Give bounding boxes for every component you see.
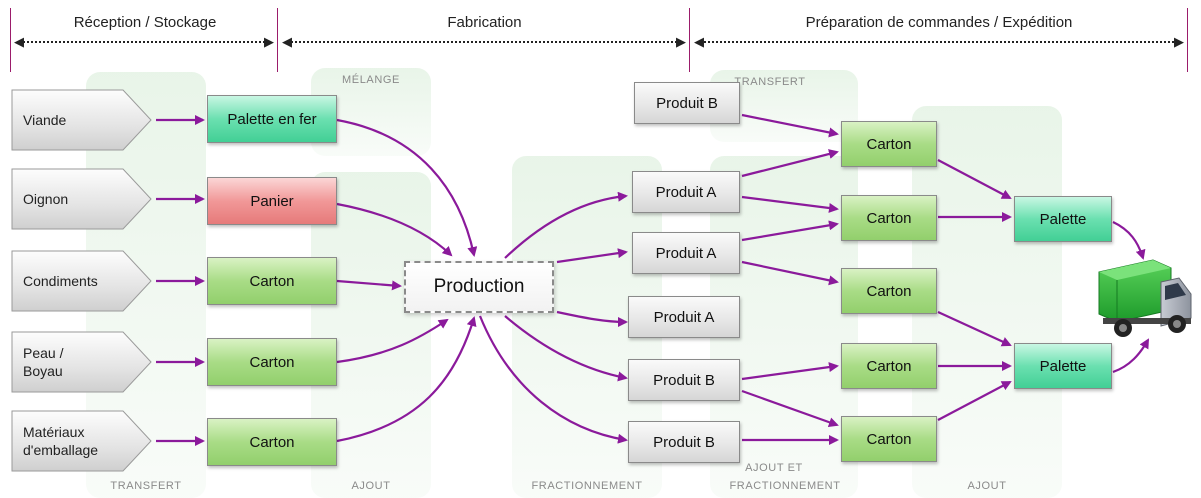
carton: Carton: [841, 121, 937, 167]
chevron-shape: [11, 410, 152, 472]
product-b: Produit B: [634, 82, 740, 124]
phase-title-fabrication: Fabrication: [447, 14, 522, 31]
chevron-shape: [11, 250, 152, 312]
arrow: [741, 220, 839, 242]
source-label: Oignon: [23, 191, 69, 207]
zone-label-ajout-right: AJOUT: [967, 480, 1007, 492]
arrow: [336, 279, 402, 291]
arrow: [336, 202, 453, 257]
phase-separator: [277, 8, 278, 72]
arrow-right-icon: ▶: [676, 34, 686, 49]
container-panier: Panier: [207, 177, 337, 225]
arrow-right-icon: ▶: [264, 34, 274, 49]
pallet: Palette: [1014, 343, 1112, 389]
source-peau-boyau: Peau /Boyau: [11, 331, 152, 393]
product-b: Produit B: [628, 359, 740, 401]
arrow: [336, 316, 477, 443]
arrow-left-icon: ◀: [694, 34, 704, 49]
source-condiments: Condiments: [11, 250, 152, 312]
arrow: [1112, 338, 1149, 374]
carton: Carton: [841, 268, 937, 314]
arrow: [336, 118, 478, 257]
product-b: Produit B: [628, 421, 740, 463]
arrow: [937, 311, 1012, 347]
chevron-shape: [11, 89, 152, 151]
arrow: [741, 389, 839, 428]
zone-label-fractionnement: FRACTIONNEMENT: [531, 480, 643, 492]
arrow: [937, 381, 1012, 421]
phase-span-expedition: [700, 41, 1178, 43]
pallet: Palette: [1014, 196, 1112, 242]
source-viande: Viande: [11, 89, 152, 151]
phase-separator: [10, 8, 11, 72]
container-carton: Carton: [207, 338, 337, 386]
arrow: [478, 315, 628, 444]
delivery-truck-icon: [1098, 259, 1192, 337]
phase-title-reception: Réception / Stockage: [73, 14, 217, 31]
arrow: [504, 191, 628, 259]
arrow-right-icon: ▶: [1174, 34, 1184, 49]
phase-separator: [1187, 8, 1188, 72]
carton: Carton: [841, 416, 937, 462]
arrow: [741, 113, 839, 138]
arrow: [741, 195, 839, 213]
phase-span-reception: [20, 41, 268, 43]
chevron-shape: [11, 168, 152, 230]
arrow: [336, 318, 449, 364]
product-a: Produit A: [632, 232, 740, 274]
arrow-left-icon: ◀: [282, 34, 292, 49]
arrow: [741, 149, 839, 178]
zone-label-ajout-et: AJOUT ET: [745, 462, 803, 474]
container-carton: Carton: [207, 418, 337, 466]
phase-span-fabrication: [288, 41, 680, 43]
zone-label-transfert-left: TRANSFERT: [110, 480, 182, 492]
source-label: Condiments: [23, 273, 98, 289]
carton: Carton: [841, 343, 937, 389]
arrow: [556, 248, 628, 264]
phase-title-expedition: Préparation de commandes / Expédition: [805, 14, 1073, 31]
product-a: Produit A: [632, 171, 740, 213]
source-label: Viande: [23, 112, 67, 128]
chevron-shape: [11, 331, 152, 393]
arrow: [504, 315, 628, 382]
container-carton: Carton: [207, 257, 337, 305]
arrow-left-icon: ◀: [14, 34, 24, 49]
zone-label-ajout-left: AJOUT: [351, 480, 391, 492]
phase-separator: [689, 8, 690, 72]
source-label: Peau /Boyau: [23, 345, 64, 379]
zone-label-transfert-right: TRANSFERT: [734, 76, 806, 88]
arrow: [741, 260, 839, 286]
zone-ajout-right: [912, 106, 1062, 498]
arrow: [1112, 221, 1146, 260]
production-node: Production: [404, 261, 554, 313]
product-a: Produit A: [628, 296, 740, 338]
carton: Carton: [841, 195, 937, 241]
zone-label-melange: MÉLANGE: [342, 74, 400, 86]
arrow: [556, 310, 628, 327]
zone-label-fractionnement-right: FRACTIONNEMENT: [729, 480, 841, 492]
container-palette-en-fer: Palette en fer: [207, 95, 337, 143]
arrow: [937, 159, 1012, 199]
arrow: [741, 362, 839, 381]
source-oignon: Oignon: [11, 168, 152, 230]
